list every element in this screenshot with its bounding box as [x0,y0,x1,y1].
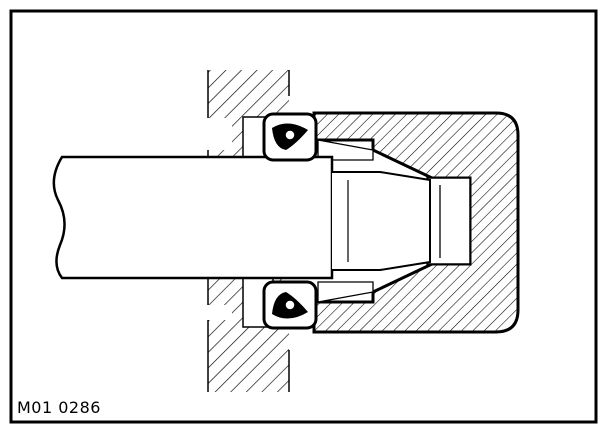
shaft [52,155,431,280]
figure-code: M01 0286 [17,398,101,417]
seal-lower [262,280,318,330]
seal-upper [262,112,318,162]
